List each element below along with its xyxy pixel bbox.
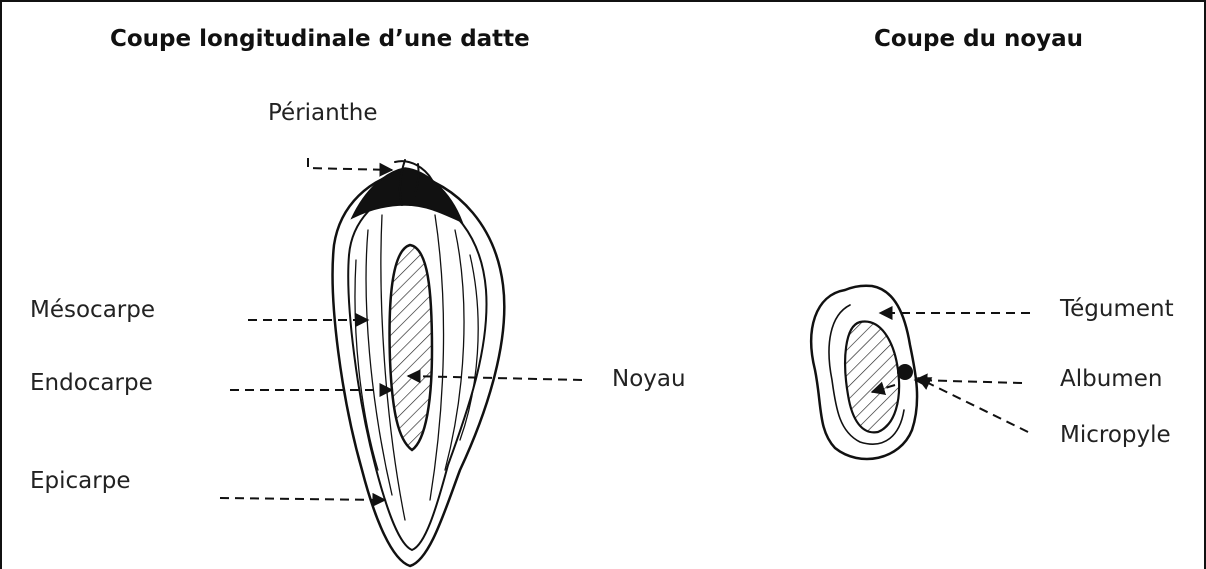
micropyle-dot [897, 364, 913, 380]
albumen-hatched [845, 322, 899, 433]
arrow-perianthe [308, 158, 392, 170]
seed-section-drawing [811, 286, 917, 459]
perianth-cap [352, 168, 462, 222]
arrow-micropyle [918, 378, 1028, 432]
arrow-epicarpe [220, 498, 385, 500]
arrow-albumen [915, 380, 1022, 383]
date-seed [390, 245, 432, 450]
date-fruit-drawing [333, 160, 505, 566]
